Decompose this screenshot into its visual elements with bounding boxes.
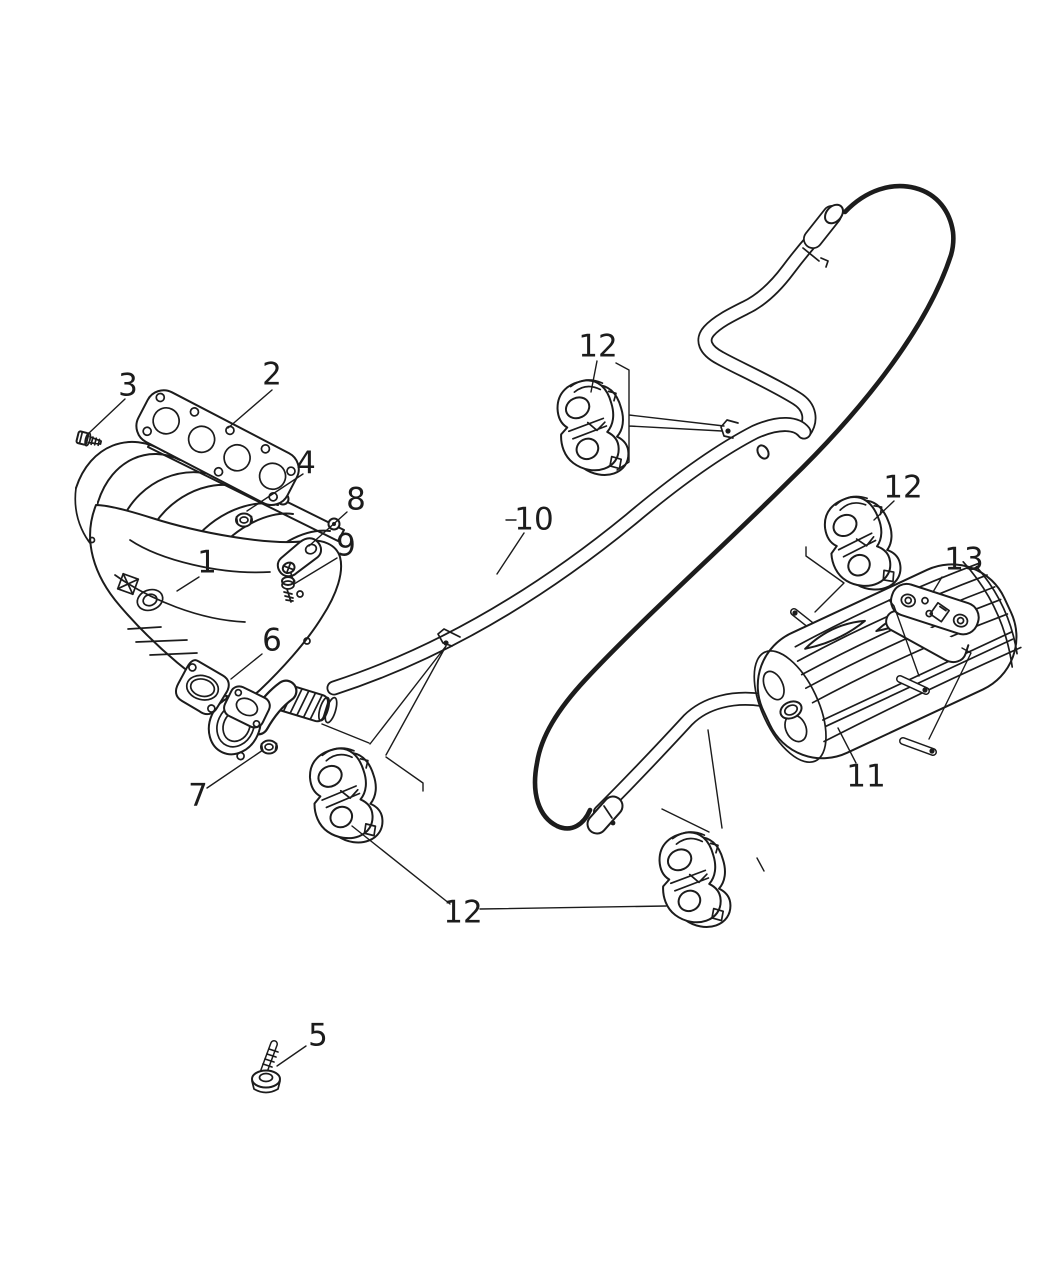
callout-3: 3 [118,367,138,404]
callout-5: 5 [308,1017,328,1054]
callout-6: 6 [262,622,282,659]
isolator-12-right [817,488,906,600]
callout-4: 4 [296,445,316,482]
callout-11: 11 [846,758,886,795]
callout-10: 10 [514,501,554,538]
muffler-inlet-pipe [586,691,797,835]
flange-gasket-6 [174,659,230,716]
manifold-gasket [135,389,300,506]
isolator-12-top [552,374,633,482]
exhaust-tip-opening [824,203,844,225]
callout-13: 13 [944,541,984,578]
callout-7: 7 [188,777,208,814]
bracket-13 [885,582,980,663]
isolator-12-bottom-left [304,741,387,851]
pipe-hanger-hook-rear [720,419,739,439]
nut-7 [260,739,278,755]
screw-5 [251,1040,281,1094]
bolt-9 [281,576,295,603]
callout-12-bottom: 12 [443,894,483,931]
callout-12-top: 12 [578,328,618,365]
callout-9: 9 [336,527,356,564]
tailpipe-s-bend [697,203,844,440]
isolator-12-bottom-right [654,826,735,934]
callout-12-right: 12 [883,469,923,506]
leader-lines [88,360,972,1067]
tailpipe-loop [532,183,956,831]
nut-4 [235,512,253,528]
bracket-8 [276,537,323,584]
callout-2: 2 [262,356,282,393]
callout-1: 1 [197,544,217,581]
callout-8: 8 [346,481,366,518]
